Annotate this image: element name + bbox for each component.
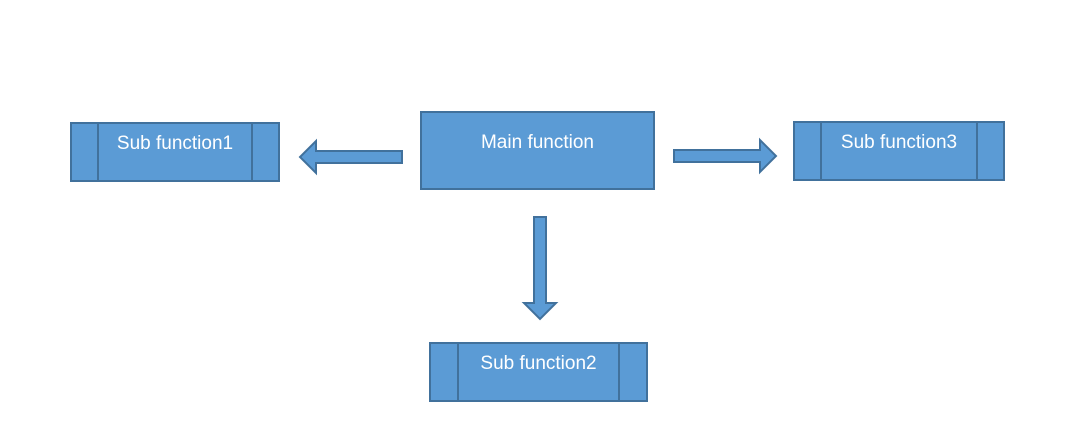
sub-function-2-right-bar bbox=[618, 344, 620, 400]
sub-function-1-left-bar bbox=[97, 124, 99, 180]
main-function-box: Main function bbox=[420, 111, 655, 190]
arrow-to-sub-function-2 bbox=[521, 216, 559, 321]
sub-function-3-label: Sub function3 bbox=[840, 132, 958, 153]
sub-function-3-left-bar bbox=[820, 123, 822, 179]
sub-function-1-label: Sub function1 bbox=[116, 133, 234, 154]
sub-function-2-left-bar bbox=[457, 344, 459, 400]
sub-function-3-box: Sub function3 bbox=[793, 121, 1005, 181]
main-function-label: Main function bbox=[480, 132, 594, 153]
arrow-to-sub-function-1 bbox=[298, 138, 403, 176]
arrow-to-sub-function-3 bbox=[673, 137, 778, 175]
sub-function-3-right-bar bbox=[976, 123, 978, 179]
sub-function-1-right-bar bbox=[251, 124, 253, 180]
sub-function-1-box: Sub function1 bbox=[70, 122, 280, 182]
sub-function-2-box: Sub function2 bbox=[429, 342, 648, 402]
sub-function-2-label: Sub function2 bbox=[480, 353, 597, 374]
